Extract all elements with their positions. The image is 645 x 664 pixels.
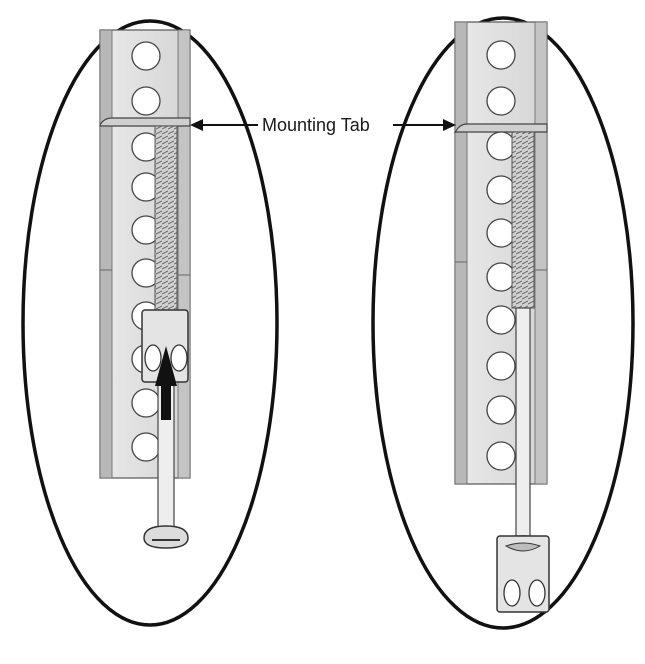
mounting-tab-label: Mounting Tab: [262, 115, 370, 135]
left-bolt-head: [143, 525, 189, 549]
right-rail-holes: [486, 40, 516, 471]
right-threaded-rod: [511, 131, 535, 309]
right-leader-arrow: [393, 119, 456, 131]
right-coupling-nut: [496, 535, 550, 613]
left-detail: [21, 19, 279, 627]
right-callout-ellipse: [371, 16, 635, 630]
left-callout-ellipse: [21, 19, 279, 627]
left-coupling-nut: [141, 309, 189, 383]
left-threaded-rod: [154, 125, 178, 311]
left-leader-arrow: [190, 119, 258, 131]
right-mounting-tab: [454, 123, 548, 134]
up-arrow-icon: [155, 346, 177, 420]
right-detail: [371, 16, 635, 630]
right-bolt-shaft: [515, 307, 531, 537]
left-mounting-tab: [99, 117, 191, 127]
